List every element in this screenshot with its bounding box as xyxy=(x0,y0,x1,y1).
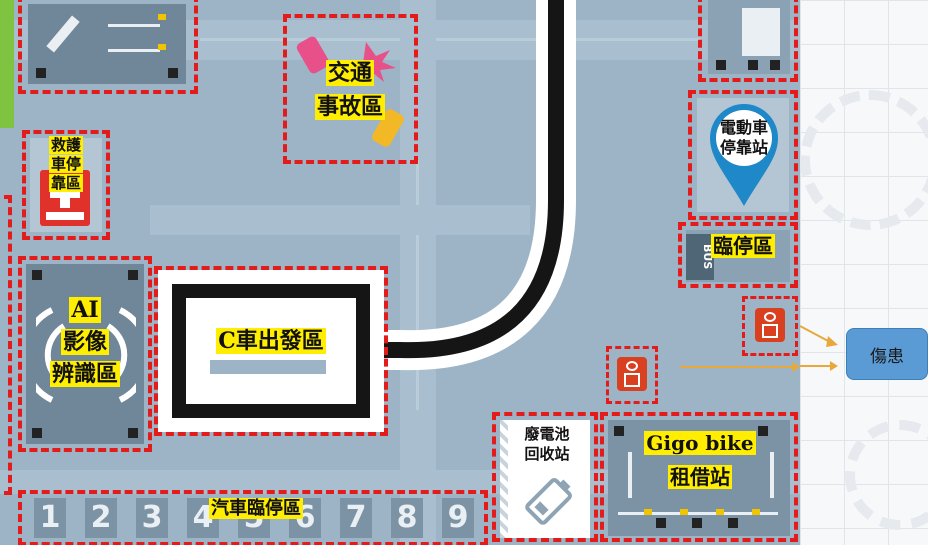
yellow-marker xyxy=(644,509,652,515)
ev-station-line2: 停靠站 xyxy=(719,138,768,157)
arrow-right-icon xyxy=(800,325,838,371)
top-right-building xyxy=(708,0,790,74)
gear-decoration-bottom xyxy=(845,420,928,530)
zone-patient-1 xyxy=(742,296,798,356)
zone-car-c-start xyxy=(154,266,388,436)
parking-slot: 3 xyxy=(136,498,168,538)
parking-slot: 1 xyxy=(34,498,66,538)
car-c-start-label: C車出發區 xyxy=(192,326,350,356)
traffic-accident-line2: 事故區 xyxy=(314,94,385,120)
gigo-bike-label: Gigo bike 租借站 xyxy=(630,426,770,494)
car-c-start-bar xyxy=(210,360,326,374)
zone-ambulance-parking xyxy=(22,130,110,240)
traffic-accident-label: 交通 事故區 xyxy=(300,56,400,124)
battery-recycle-label: 廢電池 回收站 xyxy=(510,424,584,464)
ai-line1: AI xyxy=(69,297,101,323)
temp-stop-label: 臨停區 xyxy=(703,232,783,260)
ai-line3: 辨識區 xyxy=(49,361,120,387)
corner-marker xyxy=(32,270,42,280)
road-line-top xyxy=(200,38,700,41)
corner-marker xyxy=(128,428,138,438)
corner-marker xyxy=(758,426,768,436)
corner-marker xyxy=(692,518,702,528)
map-pin-icon xyxy=(710,104,778,206)
traffic-accident-line1: 交通 xyxy=(325,60,374,86)
yellow-marker xyxy=(158,44,166,50)
bus-sign: BUS xyxy=(686,234,714,280)
ev-station-line1: 電動車 xyxy=(719,118,768,137)
corner-marker xyxy=(748,60,758,70)
parking-line xyxy=(108,49,160,52)
gigo-line2: 租借站 xyxy=(668,465,732,489)
corner-marker xyxy=(614,426,624,436)
ambulance-line3: 靠區 xyxy=(48,174,83,192)
injured-label: 傷患 xyxy=(870,346,904,367)
car-temp-parking-text: 汽車臨停區 xyxy=(209,498,303,519)
zone-ev-station xyxy=(688,90,798,220)
injured-box: 傷患 xyxy=(846,328,928,380)
parking-line xyxy=(108,24,160,27)
yellow-marker xyxy=(680,509,688,515)
patient-body xyxy=(624,373,640,387)
game-map: 交通 事故區 電動車 停靠站 BUS 臨停區 救護 車停 靠區 xyxy=(0,0,800,545)
car-c-start-frame xyxy=(172,284,370,418)
zone-top-left-parking xyxy=(18,0,198,94)
zone-traffic-accident xyxy=(283,14,418,164)
top-left-parking-box xyxy=(28,4,186,84)
ambulance-line2: 車停 xyxy=(48,155,83,173)
patient-icon xyxy=(617,357,647,391)
ai-line2: 影像 xyxy=(60,329,109,355)
gigo-line1: Gigo bike xyxy=(644,431,756,455)
zone-battery-recycle xyxy=(492,412,598,542)
yellow-marker xyxy=(752,509,760,515)
building-block xyxy=(742,8,780,56)
green-edge-strip xyxy=(0,0,14,128)
yellow-marker xyxy=(158,14,166,20)
road-horizontal-mid xyxy=(150,205,530,235)
parking-slot: 2 xyxy=(85,498,117,538)
temp-stop-text: 臨停區 xyxy=(711,234,775,258)
patient-head xyxy=(626,361,638,371)
zone-gigo-bike xyxy=(600,412,798,542)
corner-marker xyxy=(716,60,726,70)
zone-patient-2 xyxy=(606,346,658,404)
gigo-bike-rail-right xyxy=(770,452,774,498)
patient-icon xyxy=(755,308,785,342)
corner-marker xyxy=(728,518,738,528)
ev-station-label: 電動車 停靠站 xyxy=(704,118,784,158)
yellow-marker xyxy=(716,509,724,515)
parking-slot: 8 xyxy=(391,498,423,538)
black-track xyxy=(330,0,576,371)
corner-marker xyxy=(168,68,178,78)
car-temp-parking-label: 汽車臨停區 xyxy=(186,496,326,522)
tool-icon xyxy=(46,15,80,53)
corner-marker xyxy=(128,270,138,280)
bike-rack-line xyxy=(618,512,778,515)
zone-ai-recognition xyxy=(18,256,152,452)
gear-decoration-top xyxy=(800,90,928,230)
corner-marker xyxy=(32,428,42,438)
parking-slot: 9 xyxy=(442,498,474,538)
corner-marker xyxy=(656,518,666,528)
battery-line2: 回收站 xyxy=(524,445,570,463)
ai-recognition-label: AI 影像 辨識區 xyxy=(40,294,130,390)
car-crash-icon xyxy=(296,36,404,147)
zone-car-temp-parking xyxy=(18,490,488,545)
road-line-vertical xyxy=(416,160,419,410)
corner-marker xyxy=(770,60,780,70)
battery-icon xyxy=(525,478,572,525)
patient-body xyxy=(762,324,778,338)
patient-head xyxy=(764,312,776,322)
corner-marker xyxy=(36,68,46,78)
zone-top-right-building xyxy=(698,0,798,82)
ambulance-line1: 救護 xyxy=(48,136,83,154)
ambulance-label: 救護 車停 靠區 xyxy=(36,136,96,193)
car-c-start-text: C車出發區 xyxy=(216,328,326,354)
battery-line1: 廢電池 xyxy=(524,425,570,443)
gigo-bike-rail-left xyxy=(628,452,632,498)
parking-slot: 7 xyxy=(340,498,372,538)
zone-temp-stop xyxy=(678,222,798,288)
zone-left-edge xyxy=(0,195,12,495)
arrow-right-icon xyxy=(680,362,800,372)
